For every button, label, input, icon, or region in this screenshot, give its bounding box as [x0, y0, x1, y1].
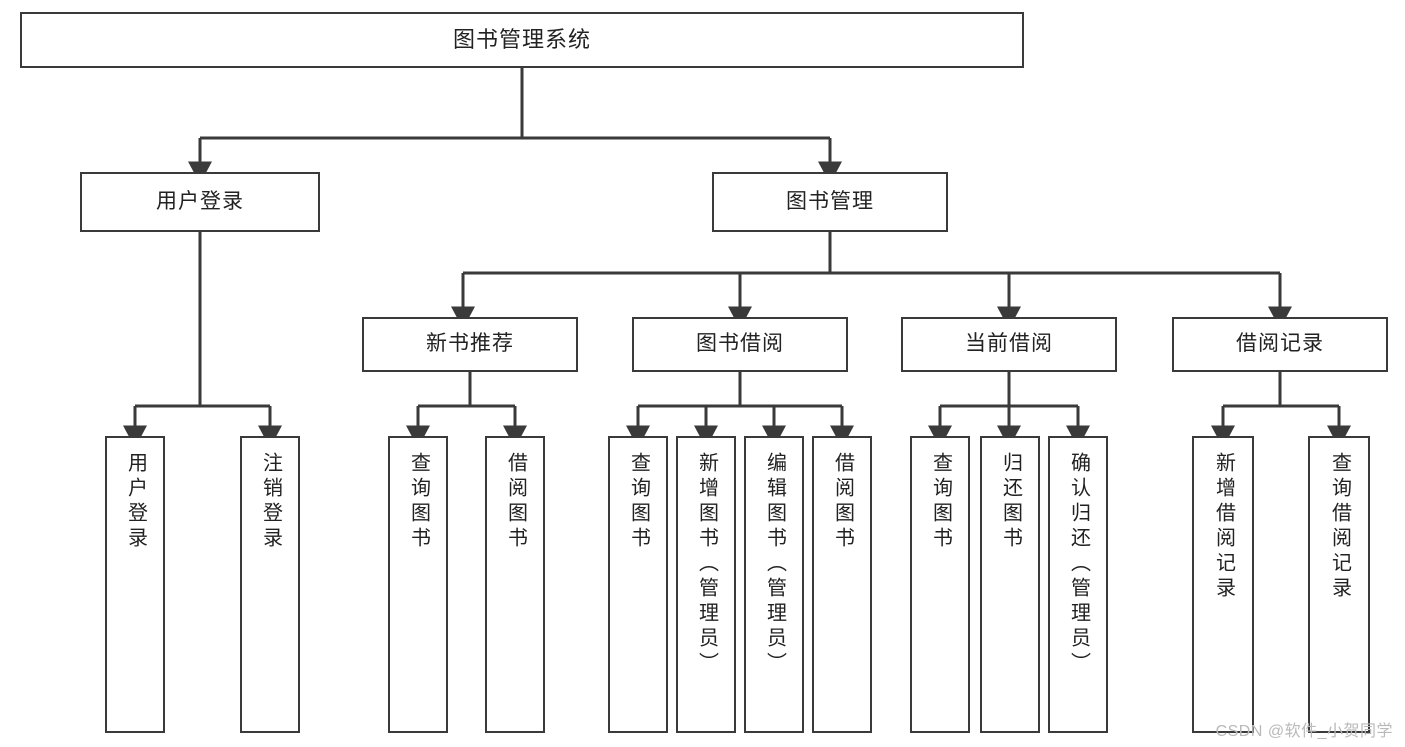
node-label: 当前借阅	[965, 332, 1053, 356]
node-label: 新增图书（管理员）	[695, 452, 718, 677]
node-label: 新书推荐	[426, 332, 514, 356]
node-new-book-recommend[interactable]: 新书推荐	[362, 317, 578, 372]
node-label: 归还图书	[999, 452, 1022, 552]
node-label: 用户登录	[156, 189, 244, 213]
node-label: 借阅记录	[1236, 332, 1324, 356]
leaf-add-borrow-record[interactable]: 新增借阅记录	[1192, 436, 1254, 733]
node-label: 确认归还（管理员）	[1067, 452, 1090, 677]
node-label: 图书管理	[786, 189, 874, 213]
node-current-borrow[interactable]: 当前借阅	[901, 317, 1117, 372]
leaf-borrow-book-2[interactable]: 借阅图书	[812, 436, 872, 733]
node-label: 用户登录	[124, 452, 147, 552]
node-borrow-record[interactable]: 借阅记录	[1172, 317, 1388, 372]
leaf-user-login[interactable]: 用户登录	[105, 436, 165, 733]
leaf-confirm-return[interactable]: 确认归还（管理员）	[1048, 436, 1108, 733]
node-book-manage[interactable]: 图书管理	[712, 172, 948, 232]
node-label: 查询图书	[407, 452, 430, 552]
csdn-watermark: CSDN @软件_小贺同学	[1215, 723, 1393, 740]
leaf-edit-book[interactable]: 编辑图书（管理员）	[744, 436, 804, 733]
node-label: 借阅图书	[504, 452, 527, 552]
leaf-logout[interactable]: 注销登录	[240, 436, 300, 733]
leaf-add-book[interactable]: 新增图书（管理员）	[676, 436, 736, 733]
node-label: 注销登录	[259, 452, 282, 552]
node-label: 查询图书	[929, 452, 952, 552]
leaf-borrow-book-1[interactable]: 借阅图书	[485, 436, 545, 733]
node-label: 图书管理系统	[452, 27, 591, 53]
leaf-query-book-2[interactable]: 查询图书	[608, 436, 668, 733]
node-book-borrow[interactable]: 图书借阅	[632, 317, 848, 372]
node-book-management-system[interactable]: 图书管理系统	[20, 12, 1024, 68]
node-label: 图书借阅	[696, 332, 784, 356]
node-label: 新增借阅记录	[1212, 452, 1235, 602]
leaf-return-book[interactable]: 归还图书	[980, 436, 1040, 733]
leaf-query-book-1[interactable]: 查询图书	[388, 436, 448, 733]
node-label: 编辑图书（管理员）	[763, 452, 786, 677]
node-user-login[interactable]: 用户登录	[80, 172, 320, 232]
leaf-query-book-3[interactable]: 查询图书	[910, 436, 970, 733]
node-label: 借阅图书	[831, 452, 854, 552]
node-label: 查询借阅记录	[1328, 452, 1351, 602]
node-label: 查询图书	[627, 452, 650, 552]
leaf-query-borrow-record[interactable]: 查询借阅记录	[1308, 436, 1370, 733]
